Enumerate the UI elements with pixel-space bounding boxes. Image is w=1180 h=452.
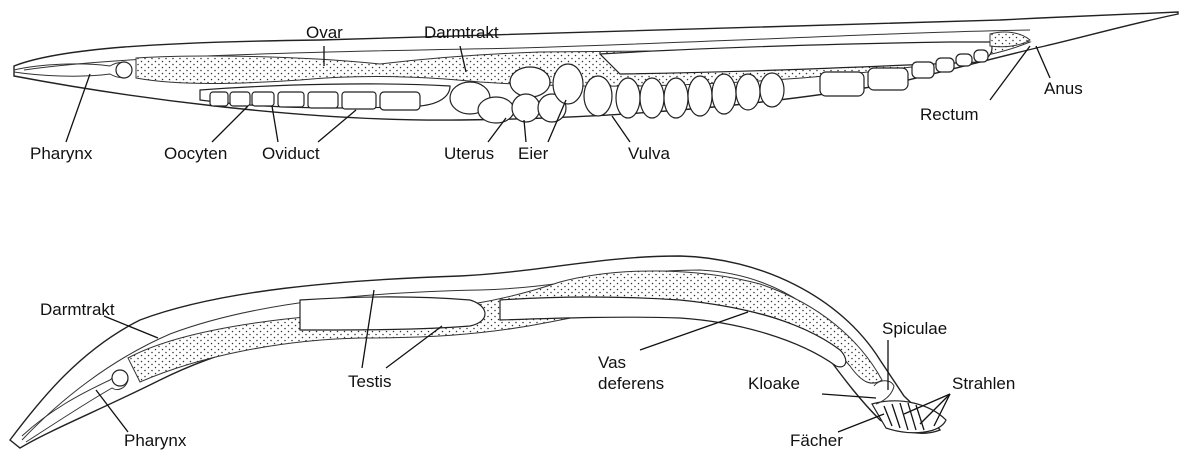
label-uterus: Uterus <box>444 144 494 163</box>
male-pharynx-bulb <box>112 370 128 386</box>
male-testis <box>300 297 485 330</box>
female-oocytes <box>210 92 420 110</box>
male-pharynx <box>22 374 128 442</box>
label-spiculae: Spiculae <box>882 319 947 338</box>
label-eier: Eier <box>518 144 549 163</box>
label-testis: Testis <box>348 372 391 391</box>
label-vulva: Vulva <box>628 144 670 163</box>
label-pharynx-male: Pharynx <box>124 431 187 450</box>
label-anus: Anus <box>1044 79 1083 98</box>
label-rectum: Rectum <box>920 105 979 124</box>
label-darmtrakt-male: Darmtrakt <box>40 300 115 319</box>
female-pharynx-bulb <box>116 62 132 78</box>
label-darmtrakt-female: Darmtrakt <box>424 23 499 42</box>
label-facher: Fächer <box>790 431 843 450</box>
label-ovar: Ovar <box>306 23 343 42</box>
label-pharynx-female: Pharynx <box>30 144 93 163</box>
female-nematode: Ovar Darmtrakt Pharynx Oocyten Oviduct U… <box>14 12 1178 163</box>
label-vas-deferens-line2: deferens <box>598 374 664 393</box>
label-strahlen: Strahlen <box>952 374 1015 393</box>
label-kloake: Kloake <box>748 374 800 393</box>
label-oocyten: Oocyten <box>164 144 227 163</box>
male-nematode: Darmtrakt Pharynx Testis Vas deferens Sp… <box>10 256 1015 450</box>
label-oviduct: Oviduct <box>262 144 320 163</box>
label-vas-deferens-line1: Vas <box>598 353 626 372</box>
